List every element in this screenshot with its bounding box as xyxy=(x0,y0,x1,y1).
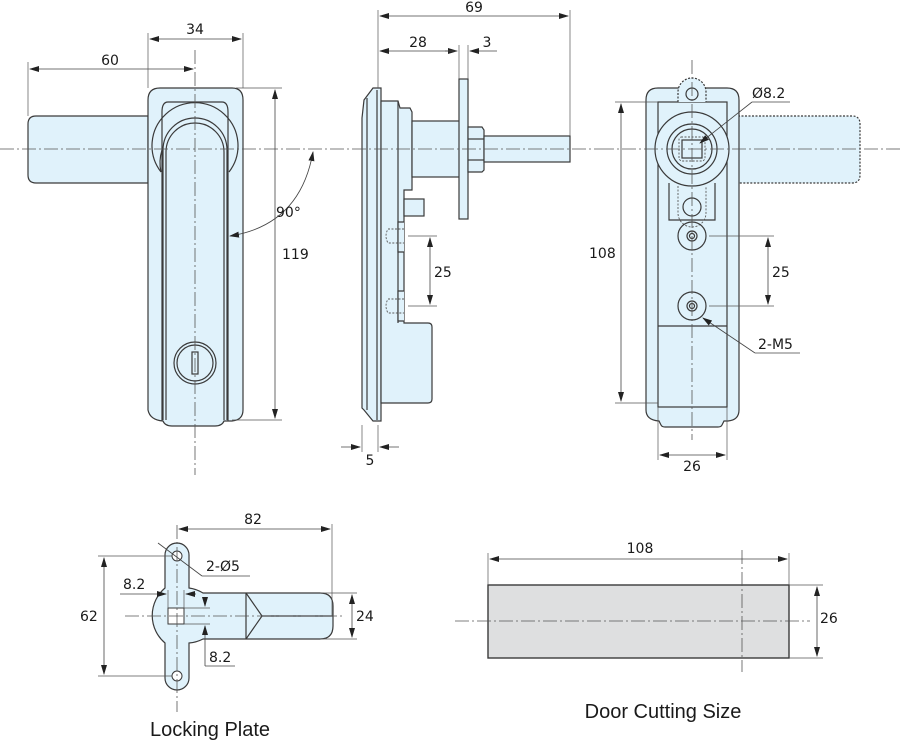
dim-square-hole: Ø8.2 xyxy=(752,86,785,102)
front-inner-frame xyxy=(161,101,229,421)
back-view: Ø8.2 108 25 2-M5 26 xyxy=(589,60,900,475)
side-housing xyxy=(380,100,433,404)
side-view: 69 28 3 25 5 xyxy=(330,0,600,469)
dim-plate-thickness: 3 xyxy=(483,35,492,51)
dim-flange: 5 xyxy=(366,453,375,469)
dim-screw-pitch-back: 25 xyxy=(772,265,790,281)
locking-plate-view: 82 2-Ø5 8.2 8.2 62 24 Locking Plate xyxy=(80,512,374,741)
dim-arm-width: 24 xyxy=(356,609,374,625)
dim-handle-offset: 60 xyxy=(101,53,119,69)
dim-body-height: 119 xyxy=(282,247,309,263)
dim-plate-length: 82 xyxy=(244,512,262,528)
dim-overall-depth: 69 xyxy=(465,0,483,16)
door-cutting-view: 108 26 Door Cutting Size xyxy=(455,541,838,723)
side-screw-top xyxy=(385,221,404,253)
back-handle-arm xyxy=(737,115,861,184)
dim-screws: 2-M5 xyxy=(758,337,793,353)
dim-plate-height: 62 xyxy=(80,609,98,625)
dim-rotation: 90° xyxy=(276,205,301,221)
key-slot xyxy=(191,351,199,375)
side-bezel xyxy=(361,87,382,422)
dim-back-width: 26 xyxy=(683,459,701,475)
side-nut xyxy=(467,126,485,173)
door-cutting-caption: Door Cutting Size xyxy=(585,701,742,723)
dim-square-width: 8.2 xyxy=(123,577,145,593)
front-view: 60 34 119 90° xyxy=(0,22,330,475)
dim-cut-height: 26 xyxy=(820,611,838,627)
dim-plate-offset: 28 xyxy=(409,35,427,51)
dim-square-height: 8.2 xyxy=(209,650,231,666)
dim-mount-height: 108 xyxy=(589,246,616,262)
dim-cut-width: 108 xyxy=(627,541,654,557)
dim-screw-pitch-side: 25 xyxy=(434,265,452,281)
door-cutout xyxy=(487,584,790,659)
dim-plate-holes: 2-Ø5 xyxy=(206,559,240,575)
side-screw-bottom xyxy=(385,290,404,322)
locking-plate-caption: Locking Plate xyxy=(150,719,270,741)
dim-body-width: 34 xyxy=(186,22,204,38)
front-handle-arm xyxy=(27,115,149,184)
